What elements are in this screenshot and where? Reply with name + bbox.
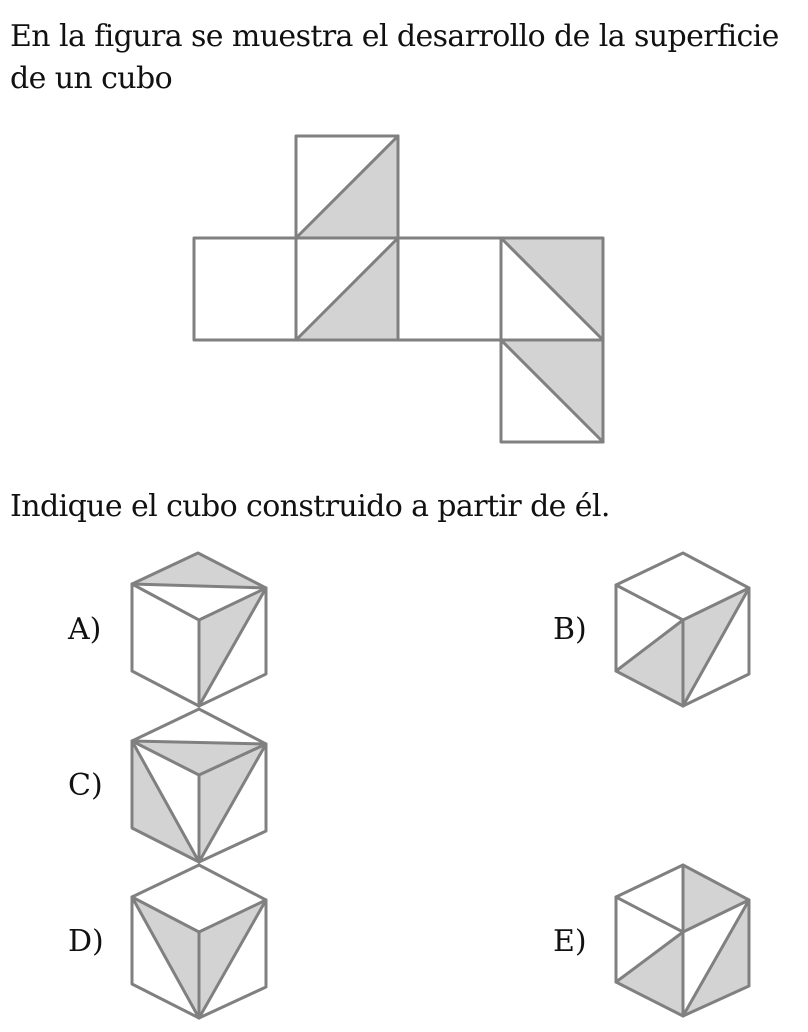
problem-intro: En la figura se muestra el desarrollo de… [10,16,779,100]
cube-net [192,134,605,444]
question-text: Indique el cubo construido a partir de é… [10,489,610,524]
option-c-label[interactable]: C) [68,768,103,803]
option-b-label[interactable]: B) [553,612,587,647]
cube-option-a[interactable] [130,551,268,708]
intro-line-2: de un cubo [10,61,173,96]
net-face-center-right [396,236,503,342]
cube-option-b[interactable] [614,551,751,708]
option-a-label[interactable]: A) [68,612,102,647]
option-e-label[interactable]: E) [553,924,587,959]
cube-option-c[interactable] [130,707,268,864]
net-face-left [192,236,298,342]
option-d-label[interactable]: D) [68,924,104,959]
cube-option-d[interactable] [130,863,268,1020]
cube-option-e[interactable] [614,863,751,1018]
net-face-bottom [499,338,605,444]
intro-line-1: En la figura se muestra el desarrollo de… [10,19,779,54]
